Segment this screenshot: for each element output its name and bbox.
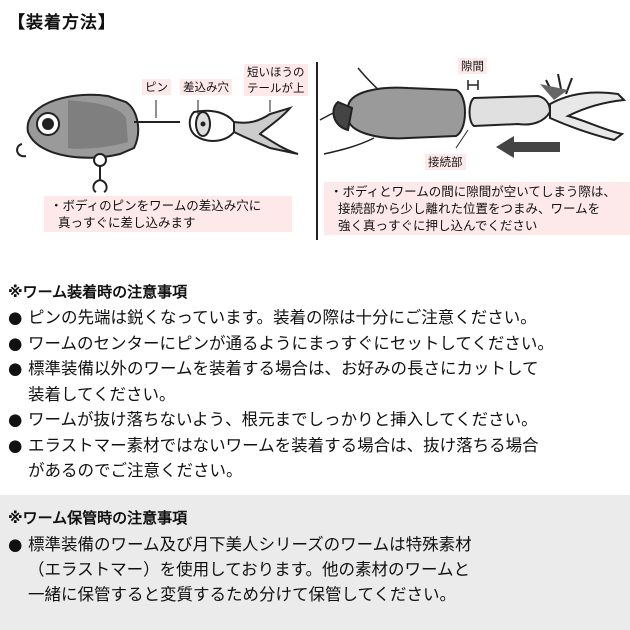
label-pin: ピン — [142, 79, 171, 95]
bullet-icon: ● — [8, 535, 23, 554]
caution-text-cont: があるのでご注意ください。 — [28, 461, 243, 480]
note-left-line-1: ・ボディのピンをワームの差込み穴に — [50, 198, 262, 213]
caution-text: 標準装備以外のワームを装着する場合は、お好みの長さにカットして — [28, 359, 539, 378]
figure-divider — [316, 62, 318, 240]
lure-insert-illustration — [16, 93, 299, 193]
caution-text: ワームが抜け落ちないよう、根元までしっかりと挿入してください。 — [28, 410, 538, 429]
caution-text-cont: 装着してください。 — [28, 384, 176, 404]
caution-item: ● エラストマー素材ではないワームを装着する場合は、抜け落ちる場合 があるのでご… — [8, 433, 623, 484]
page-title: 【装着方法】 — [8, 13, 116, 33]
caution-text: エラストマー素材ではないワームを装着する場合は、抜け落ちる場合 — [28, 435, 539, 455]
label-gap: 隙間 — [458, 58, 487, 74]
caution-item: ● ワームのセンターにピンが通るようにまっすぐにセットしてください。 — [8, 331, 623, 357]
bullet-icon: ● — [8, 435, 23, 455]
note-right-line-3: 強く真っすぐに押し込んでください — [338, 218, 538, 233]
storage-caution-item: ● 標準装備のワーム及び月下美人シリーズのワームは特殊素材 （エラストマー）を使… — [8, 532, 623, 607]
bullet-icon: ● — [8, 359, 23, 378]
push-in-illustration — [319, 67, 627, 158]
storage-cautions-heading: ※ワーム保管時の注意事項 — [8, 509, 188, 527]
caution-item: ● 標準装備以外のワームを装着する場合は、お好みの長さにカットして 装着してくだ… — [8, 356, 623, 407]
label-joint: 接続部 — [425, 154, 466, 170]
storage-text-line-3: 一緒に保管すると変質するため分けて保管してください。 — [28, 585, 457, 604]
label-short-tail-2: テールが上 — [244, 80, 308, 96]
attach-cautions-section: ※ワーム装着時の注意事項 ● ピンの先端は鋭くなっています。装着の際は十分にご注… — [8, 281, 623, 484]
note-right-line-1: ・ボディとワームの間に隙間が空いてしまう際は、 — [330, 184, 616, 199]
bullet-icon: ● — [8, 410, 23, 429]
note-right: ・ボディとワームの間に隙間が空いてしまう際は、 接続部から少し離れた位置をつまみ… — [324, 182, 630, 235]
note-right-line-2: 接続部から少し離れた位置をつまみ、ワームを — [338, 201, 601, 216]
note-left-line-2: 真っすぐに差し込みます — [58, 215, 196, 230]
storage-cautions-section: ※ワーム保管時の注意事項 ● 標準装備のワーム及び月下美人シリーズのワームは特殊… — [0, 495, 630, 630]
label-short-tail-1: 短いほうの — [244, 64, 308, 80]
note-left: ・ボディのピンをワームの差込み穴に 真っすぐに差し込みます — [44, 196, 292, 232]
attach-cautions-heading: ※ワーム装着時の注意事項 — [8, 283, 188, 301]
caution-item: ● ワームが抜け落ちないよう、根元までしっかりと挿入してください。 — [8, 407, 623, 433]
caution-text: ワームのセンターにピンが通るようにまっすぐにセットしてください。 — [28, 333, 554, 353]
bullet-icon: ● — [8, 308, 23, 327]
caution-text: ピンの先端は鋭くなっています。装着の際は十分にご注意ください。 — [28, 308, 537, 327]
bullet-icon: ● — [8, 333, 23, 353]
caution-item: ● ピンの先端は鋭くなっています。装着の際は十分にご注意ください。 — [8, 305, 623, 331]
attach-cautions-list: ● ピンの先端は鋭くなっています。装着の際は十分にご注意ください。 ● ワームの… — [8, 305, 623, 484]
storage-text-line-2: （エラストマー）を使用しております。他の素材のワームと — [28, 560, 471, 579]
storage-text-line-1: 標準装備のワーム及び月下美人シリーズのワームは特殊素材 — [28, 535, 472, 554]
label-insert-hole: 差込み穴 — [180, 79, 232, 95]
